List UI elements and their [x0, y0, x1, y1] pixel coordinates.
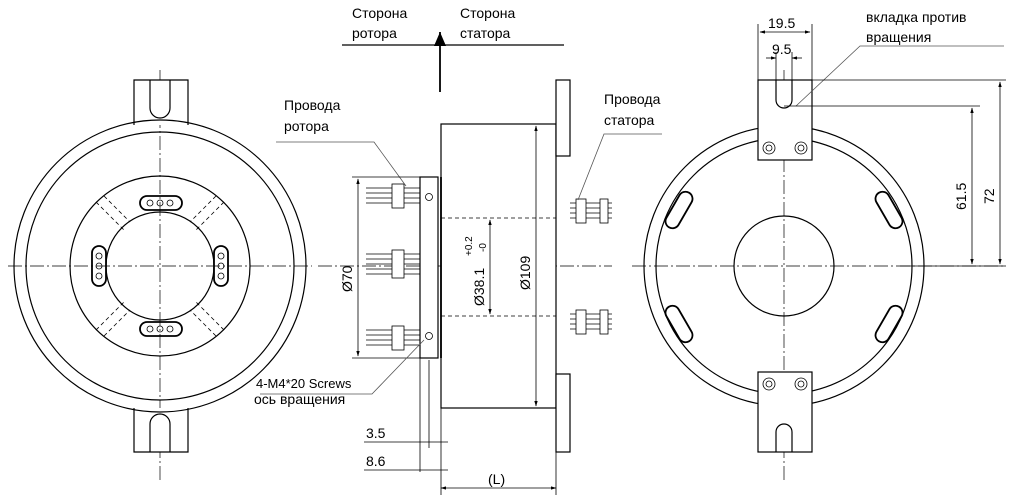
rotation-axis-label: ось вращения	[254, 391, 345, 407]
rotor-side-label-line2: ротора	[352, 25, 397, 41]
stator-side-label-line1: Сторона	[460, 5, 515, 21]
annotation-labels: Сторона ротора Сторона статора Провода р…	[254, 5, 997, 487]
rotor-side-label-line1: Сторона	[352, 5, 407, 21]
dim-length: (L)	[488, 471, 505, 487]
rotor-wires-label-line1: Провода	[284, 97, 341, 113]
anti-rotation-label-line2: вращения	[866, 29, 931, 45]
stator-flange-bottom	[555, 373, 571, 453]
rotor-side-view	[8, 70, 312, 480]
rotor-wire-bundles	[366, 183, 420, 351]
direction-arrow-icon	[434, 32, 446, 46]
side-section-view	[260, 32, 662, 495]
stator-side-label-line2: статора	[460, 25, 511, 41]
dim-width-19-5: 19.5	[768, 15, 795, 31]
dim-height-72: 72	[981, 188, 997, 204]
dim-tolerance-lower: -0	[478, 243, 489, 252]
stator-wires-label-line1: Провода	[604, 91, 661, 107]
dim-width-8-6: 8.6	[366, 453, 386, 469]
housing-body	[440, 123, 557, 409]
dim-width-3-5: 3.5	[366, 425, 386, 441]
dim-diameter-70: Ø70	[339, 265, 355, 292]
stator-wires-label-line2: статора	[604, 112, 655, 128]
mounting-tab-bottom	[133, 408, 189, 453]
rotor-flange	[419, 176, 439, 359]
anti-rotation-tab-top	[757, 79, 813, 161]
stator-flange-top	[555, 79, 571, 157]
dim-tolerance-upper: +0.2	[464, 236, 475, 256]
screws-label: 4-M4*20 Screws	[256, 376, 352, 391]
mounting-tab-top	[133, 79, 189, 125]
dim-diameter-38: Ø38.1	[471, 268, 487, 306]
anti-rotation-label-line1: вкладка против	[866, 9, 966, 25]
dim-diameter-109: Ø109	[517, 256, 533, 290]
stator-wire-bundles	[570, 198, 612, 335]
rotor-wires-label-line2: ротора	[284, 118, 329, 134]
anti-rotation-tab-bottom	[757, 371, 813, 453]
dim-width-9-5: 9.5	[772, 41, 792, 57]
dim-height-61-5: 61.5	[953, 183, 969, 210]
stator-side-view	[632, 24, 1006, 480]
stator-wire-slots	[664, 190, 904, 344]
